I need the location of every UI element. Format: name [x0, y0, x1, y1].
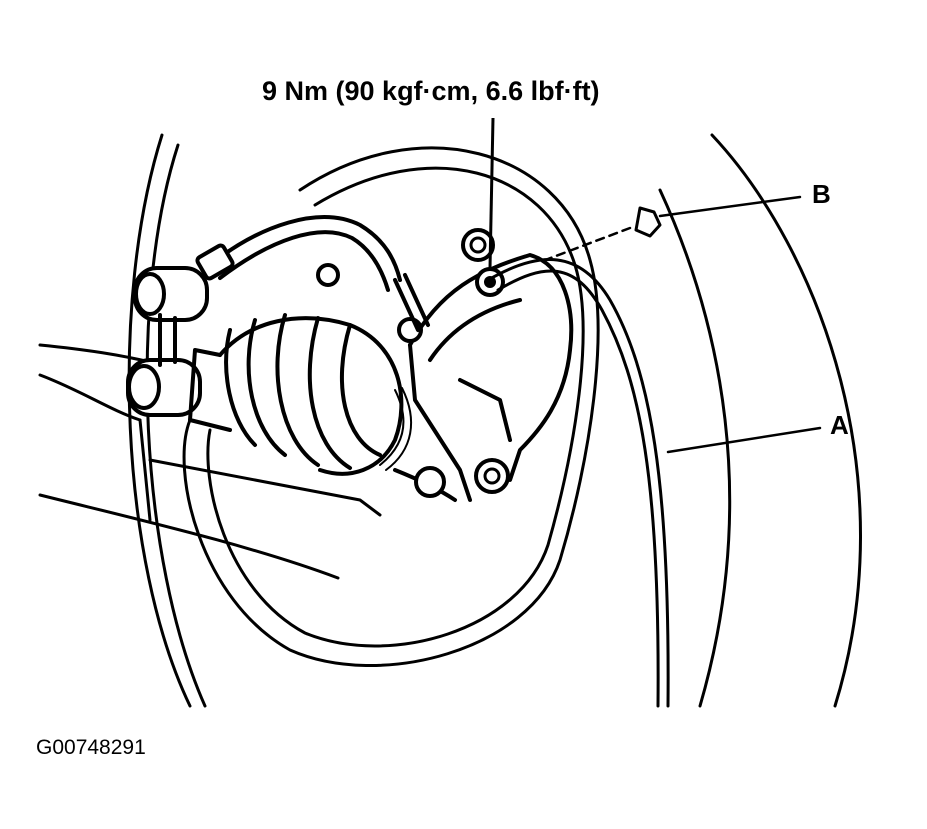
callout-a-leader — [666, 426, 822, 454]
cv-joint-boot — [188, 313, 404, 476]
stabilizer-link — [126, 266, 209, 417]
figure-id: G00748291 — [36, 736, 146, 759]
torque-spec-label: 9 Nm (90 kgf·cm, 6.6 lbf·ft) — [262, 76, 600, 106]
mounting-bolts — [316, 228, 510, 498]
suspension-arm — [38, 343, 382, 580]
callout-a-label: A — [830, 410, 849, 440]
harness-clip — [538, 195, 802, 264]
dust-shield — [182, 146, 600, 668]
callout-b-label: B — [812, 179, 831, 209]
brake-hose — [195, 215, 430, 332]
brake-disc-rims — [127, 133, 862, 708]
knuckle — [393, 253, 574, 502]
sensor-harness — [486, 258, 670, 708]
torque-leader-line — [488, 117, 495, 269]
tone-ring — [379, 387, 413, 471]
